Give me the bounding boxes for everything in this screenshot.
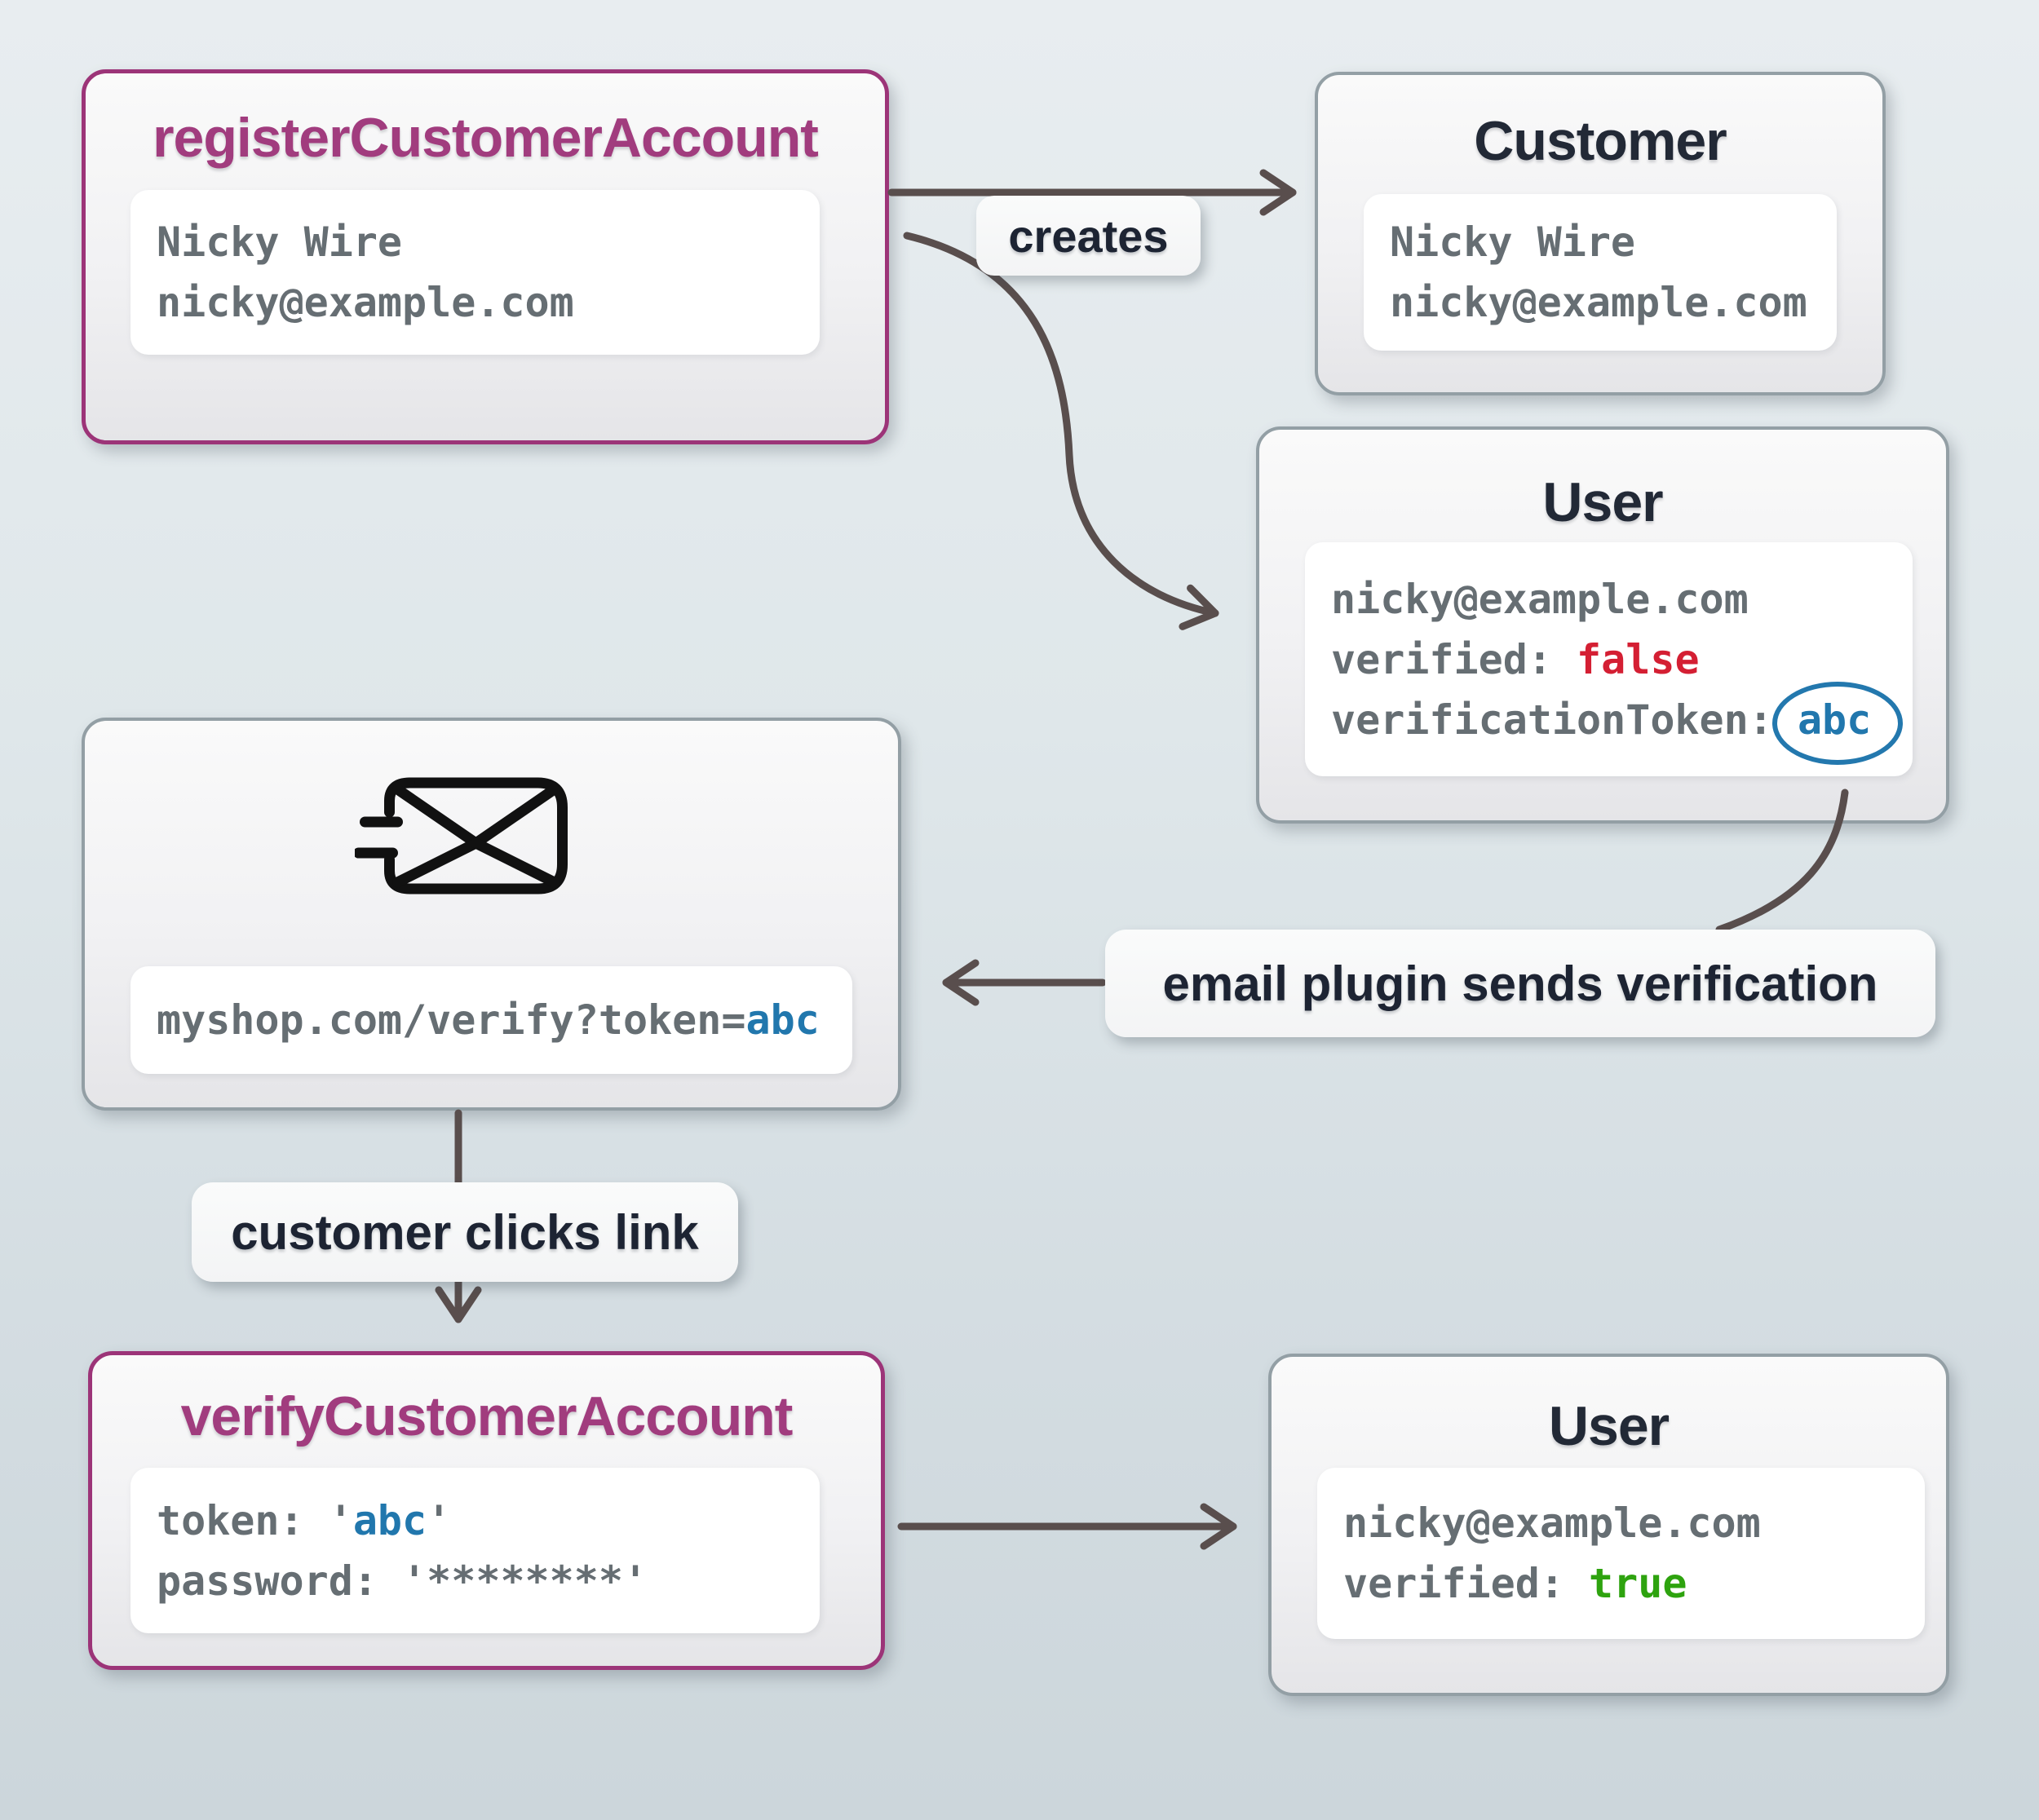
creates-user-arrow (903, 232, 1219, 630)
user-unverified-email: nicky@example.com (1331, 575, 1749, 623)
token-highlight-circle (1772, 682, 1903, 765)
token-open-quote: ' (328, 1496, 353, 1544)
password-value: '********' (402, 1557, 648, 1605)
verify-payload-card: token: 'abc' password: '********' (130, 1468, 820, 1633)
url-token: abc (745, 996, 820, 1044)
user-unverified-title: User (1542, 471, 1663, 533)
edge-label-email-plugin: email plugin sends verification (1105, 930, 1935, 1037)
token-close-quote: ' (427, 1496, 452, 1544)
user-verified-title: User (1548, 1395, 1670, 1457)
register-email: nicky@example.com (157, 279, 574, 326)
verification-token-key: verificationToken: (1331, 696, 1798, 744)
customer-email: nicky@example.com (1390, 279, 1807, 326)
user-verified-card: nicky@example.com verified: true (1317, 1468, 1925, 1639)
customer-name: Nicky Wire (1390, 219, 1636, 266)
password-key: password: (157, 1557, 403, 1605)
user-verified-verified-line: verified: true (1343, 1553, 1925, 1614)
verified-value-true: true (1589, 1560, 1687, 1607)
verification-url: myshop.com/verify?token=abc (157, 990, 852, 1050)
verify-password-line: password: '********' (157, 1551, 820, 1611)
url-prefix: myshop.com/verify?token= (157, 996, 746, 1044)
verification-url-card: myshop.com/verify?token=abc (130, 966, 852, 1074)
token-key: token: (157, 1496, 329, 1544)
customer-payload-card: Nicky Wire nicky@example.com (1364, 194, 1837, 351)
register-name: Nicky Wire (157, 219, 403, 266)
edge-label-creates: creates (976, 196, 1201, 276)
register-payload-card: Nicky Wire nicky@example.com (130, 190, 820, 355)
mail-send-icon (355, 777, 568, 895)
verified-key-2: verified: (1343, 1560, 1590, 1607)
verify-token-line: token: 'abc' (157, 1491, 820, 1551)
verify-title: verifyCustomerAccount (180, 1385, 794, 1447)
register-title: registerCustomerAccount (153, 107, 819, 169)
customer-title: Customer (1474, 110, 1727, 172)
user-unverified-verified-line: verified: false (1331, 629, 1913, 690)
user-verified-email: nicky@example.com (1343, 1500, 1761, 1547)
verified-value-false: false (1577, 635, 1700, 683)
verified-key: verified: (1331, 635, 1577, 683)
token-value: abc (352, 1496, 427, 1544)
edge-label-customer-clicks: customer clicks link (192, 1182, 738, 1282)
